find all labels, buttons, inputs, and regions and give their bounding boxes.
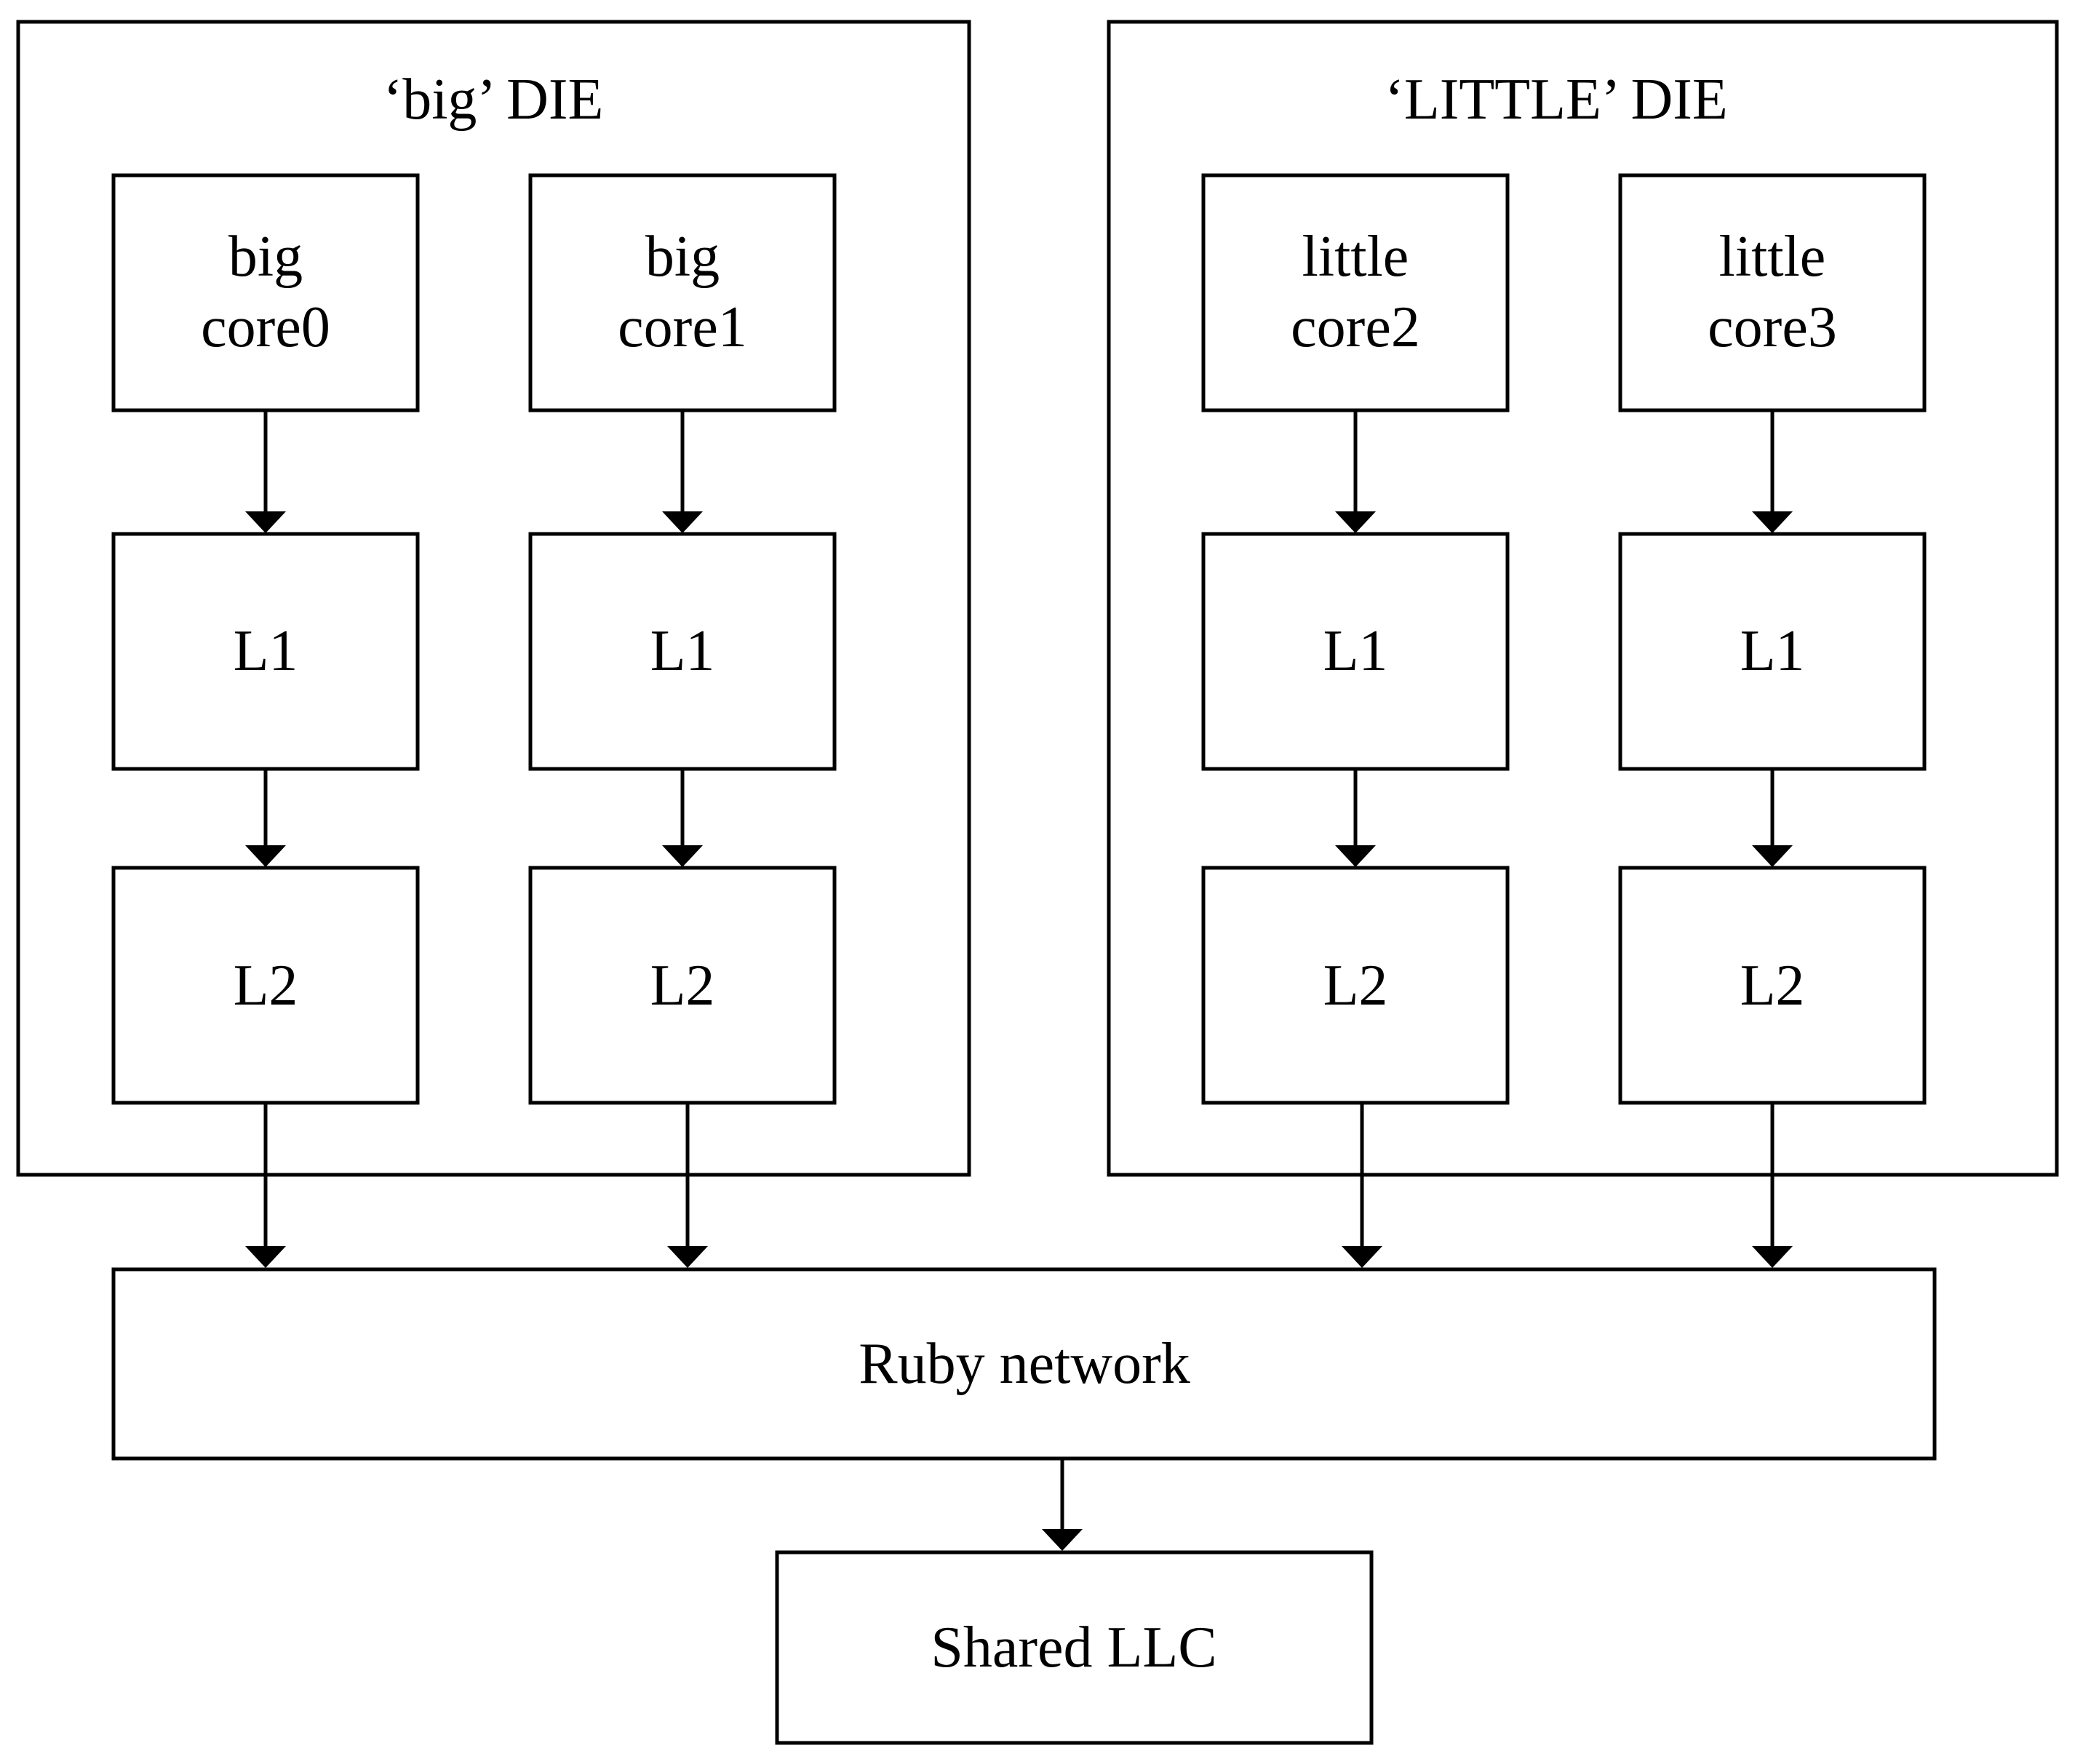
core-box	[528, 173, 837, 412]
l1-cache-box	[528, 532, 837, 771]
little-core3-column: little core3 L1 L2	[1618, 173, 1927, 1105]
arrow-head	[1752, 1246, 1793, 1268]
arrow-head	[1342, 1246, 1382, 1268]
core-box	[1618, 173, 1927, 412]
l2-label: L2	[234, 954, 298, 1018]
l2-label: L2	[650, 954, 715, 1018]
core-box	[1201, 173, 1510, 412]
arrow-head	[1752, 845, 1793, 867]
ruby-network-box	[111, 1267, 1937, 1461]
core-id-label: core1	[618, 295, 747, 359]
little-die-border	[1107, 20, 2059, 1177]
l1-label: L1	[1323, 619, 1388, 683]
core-id-label: core3	[1708, 295, 1837, 359]
core-type-label: little	[1302, 225, 1409, 289]
arrow-head	[1752, 511, 1793, 533]
core-id-label: core2	[1291, 295, 1420, 359]
l2-label: L2	[1740, 954, 1805, 1018]
ruby-network-label: Ruby network	[859, 1332, 1190, 1396]
arrow-head	[662, 511, 703, 533]
core-box	[111, 173, 420, 412]
arrow-head	[245, 511, 286, 533]
l1-label: L1	[1740, 619, 1805, 683]
arrow-head	[1335, 511, 1376, 533]
core-type-label: little	[1719, 225, 1826, 289]
big-core1-column: big core1 L1 L2	[528, 173, 837, 1105]
l2-cache-box	[1201, 866, 1510, 1105]
l2-cache-box	[528, 866, 837, 1105]
l1-label: L1	[650, 619, 715, 683]
shared-llc-label: Shared LLC	[931, 1616, 1216, 1680]
arrow-head	[245, 1246, 286, 1268]
arrow-head	[667, 1246, 708, 1268]
arrow-head	[662, 845, 703, 867]
core-type-label: big	[228, 225, 303, 289]
core-id-label: core0	[201, 295, 330, 359]
arrow-head	[1042, 1529, 1083, 1551]
big-die: ‘big’ DIE big core0 L1 L2 big core1 L1	[16, 20, 971, 1177]
l2-label: L2	[1323, 954, 1388, 1018]
arrow-head	[1335, 845, 1376, 867]
little-core2-column: little core2 L1 L2	[1201, 173, 1510, 1105]
little-die-title: ‘LITTLE’ DIE	[1385, 68, 1728, 132]
l2-cache-box	[111, 866, 420, 1105]
l1-cache-box	[1201, 532, 1510, 771]
core-type-label: big	[645, 225, 720, 289]
little-die: ‘LITTLE’ DIE little core2 L1 L2 little c…	[1107, 20, 2059, 1177]
l2-cache-box	[1618, 866, 1927, 1105]
arrow-head	[245, 845, 286, 867]
big-die-title: ‘big’ DIE	[383, 68, 604, 132]
l1-label: L1	[234, 619, 298, 683]
l1-cache-box	[1618, 532, 1927, 771]
shared-llc-box	[775, 1550, 1374, 1745]
big-die-border	[16, 20, 971, 1177]
l1-cache-box	[111, 532, 420, 771]
big-core0-column: big core0 L1 L2	[111, 173, 420, 1105]
l2-to-network-arrows	[245, 1103, 1793, 1268]
